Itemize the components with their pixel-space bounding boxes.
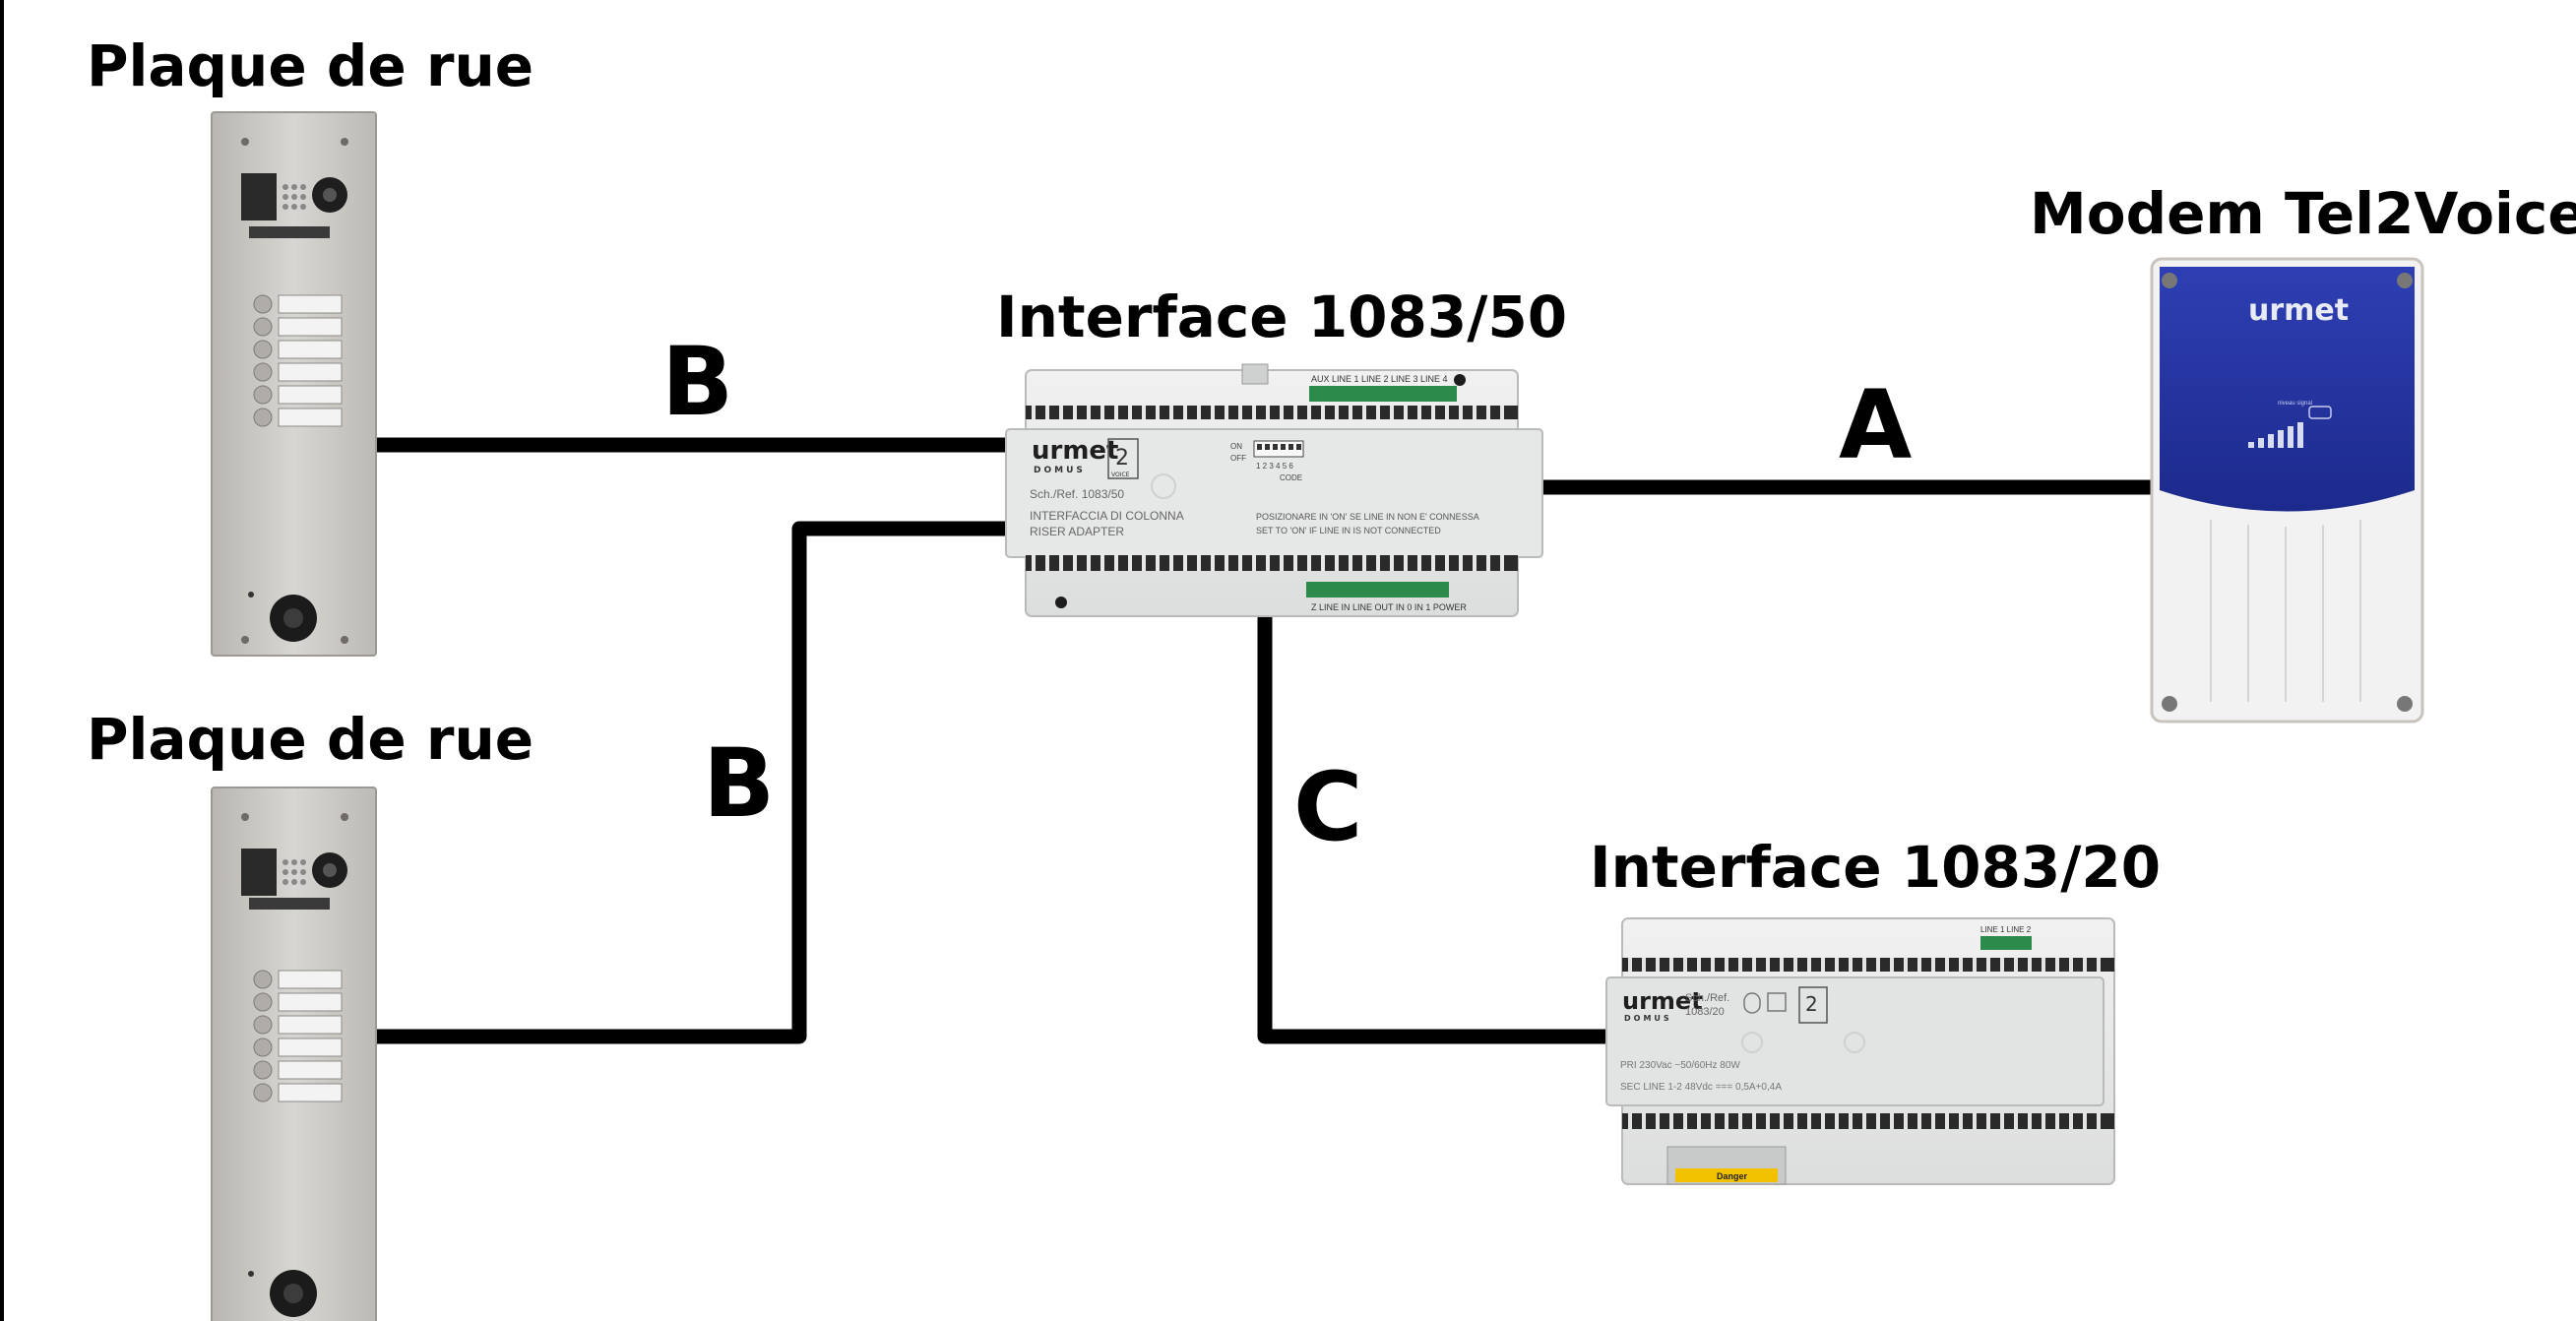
street-panel-bottom — [211, 786, 377, 1321]
left-border — [0, 0, 4, 1321]
note-en: SET TO 'ON' IF LINE IN IS NOT CONNECTED — [1256, 526, 1441, 535]
street-panel-top — [211, 111, 377, 657]
ref-number: 1083/20 — [1685, 1006, 1725, 1018]
primary-rating: PRI 230Vac ~50/60Hz 80W — [1620, 1060, 1740, 1071]
dip-code-label: CODE — [1280, 473, 1302, 482]
connection-label-c: C — [1293, 752, 1363, 862]
vents-top — [1026, 406, 1518, 419]
secondary-rating: SEC LINE 1-2 48Vdc === 0,5A+0,4A — [1620, 1082, 1782, 1093]
modem-signal-label: niveau signal — [2278, 401, 2312, 407]
modem-blue-cover — [2160, 267, 2415, 512]
terminal-block-top — [1980, 936, 2032, 950]
fuse-symbol — [1743, 992, 1761, 1014]
note-it: POSIZIONARE IN 'ON' SE LINE IN NON E' CO… — [1256, 512, 1479, 522]
wires — [368, 437, 2160, 1044]
sub-brand: DOMUS — [1624, 1014, 1672, 1023]
label-street-panel-bottom: Plaque de rue — [87, 706, 534, 773]
wire-c — [1257, 609, 1614, 1044]
description-it: INTERFACCIA DI COLONNA — [1030, 509, 1184, 523]
connection-label-b-top: B — [661, 327, 734, 437]
double-insulation-symbol — [1767, 992, 1787, 1012]
2voice-logo — [1107, 438, 1139, 479]
bottom-terminal-labels: Z LINE IN LINE OUT IN 0 IN 1 POWER — [1311, 602, 1467, 612]
modem-brand-logo: urmet — [2248, 293, 2349, 328]
ref-number: Sch./Ref. 1083/50 — [1030, 487, 1124, 501]
call-buttons — [253, 970, 343, 1102]
danger-label: Danger — [1717, 1171, 1748, 1181]
modem-tel2voice-device: urmet niveau signal — [2150, 257, 2424, 723]
terminal-block-bottom — [1306, 582, 1449, 598]
brand-logo: urmet — [1032, 436, 1119, 466]
speaker-grille — [241, 173, 277, 220]
description-en: RISER ADAPTER — [1030, 525, 1124, 538]
label-interface-1083-20: Interface 1083/20 — [1590, 834, 2162, 901]
call-buttons — [253, 294, 343, 427]
2voice-number: 2 — [1805, 992, 1818, 1016]
dip-off-label: OFF — [1230, 454, 1246, 463]
connection-label-b-bottom: B — [703, 728, 776, 839]
ref-label: Sch./Ref. — [1685, 992, 1729, 1004]
terminal-block-top — [1309, 386, 1457, 402]
2voice-number: 2 — [1115, 446, 1129, 471]
voice-label: VOICE — [1111, 472, 1130, 478]
label-modem-tel2voice: Modem Tel2Voice — [2030, 180, 2576, 247]
dip-numbers: 1 2 3 4 5 6 — [1256, 462, 1293, 471]
interface-1083-20-device: LINE 1 LINE 2 urmet DOMUS Sch./Ref. 1083… — [1605, 917, 2115, 1185]
top-terminal-labels: LINE 1 LINE 2 — [1980, 925, 2032, 934]
2voice-logo — [1798, 986, 1828, 1024]
label-street-panel-top: Plaque de rue — [87, 32, 534, 99]
modem-signal-bars — [2248, 422, 2303, 448]
danger-sticker — [1675, 1168, 1778, 1182]
brand-logo: urmet — [1622, 987, 1703, 1015]
top-terminal-labels: AUX LINE 1 LINE 2 LINE 3 LINE 4 — [1311, 374, 1448, 384]
label-interface-1083-50: Interface 1083/50 — [996, 283, 1568, 350]
dip-on-label: ON — [1230, 442, 1242, 451]
connection-label-a: A — [1839, 370, 1913, 480]
interface-1083-50-device: AUX LINE 1 LINE 2 LINE 3 LINE 4 urmet DO… — [1005, 363, 1543, 617]
sub-brand: DOMUS — [1034, 466, 1086, 475]
wire-b-bottom — [368, 521, 1020, 1044]
